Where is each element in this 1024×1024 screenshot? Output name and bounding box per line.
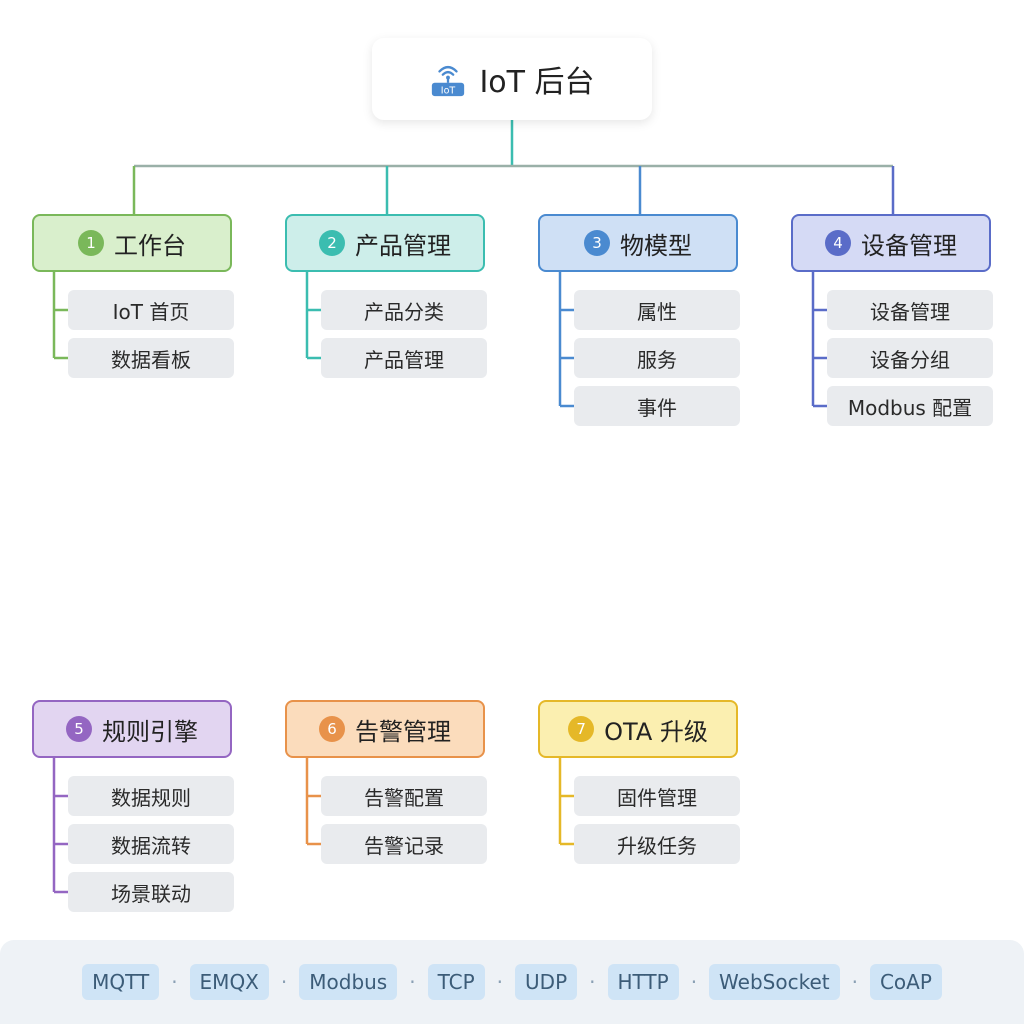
- separator-dot: ·: [851, 970, 858, 994]
- menu-item-alarm-record[interactable]: 告警记录: [321, 824, 487, 864]
- separator-dot: ·: [589, 970, 596, 994]
- module-1[interactable]: 1 工作台: [32, 214, 232, 272]
- wifi-router-icon: IoT: [432, 65, 465, 96]
- module-label: 物模型: [620, 231, 692, 260]
- protocol-tag-websocket: WebSocket: [709, 964, 840, 1000]
- menu-item-service[interactable]: 服务: [574, 338, 740, 378]
- menu-item-event[interactable]: 事件: [574, 386, 740, 426]
- protocol-tag-tcp: TCP: [427, 964, 485, 1000]
- protocol-tag-udp: UDP: [515, 964, 578, 1000]
- separator-dot: ·: [280, 970, 288, 994]
- module-label: 告警管理: [355, 717, 451, 746]
- icon-text: IoT: [441, 85, 456, 96]
- module-2[interactable]: 2 产品管理: [285, 214, 485, 272]
- separator-dot: ·: [409, 970, 416, 994]
- menu-item-device-manage[interactable]: 设备管理: [827, 290, 993, 330]
- menu-item-upgrade-task[interactable]: 升级任务: [574, 824, 740, 864]
- menu-item-product-manage[interactable]: 产品管理: [321, 338, 487, 378]
- module-number-badge: 4: [825, 230, 851, 256]
- menu-item-scene-linkage[interactable]: 场景联动: [68, 872, 234, 912]
- module-label: 工作台: [114, 231, 186, 260]
- menu-item-modbus-config[interactable]: Modbus 配置: [827, 386, 993, 426]
- menu-item-product-category[interactable]: 产品分类: [321, 290, 487, 330]
- separator-dot: ·: [171, 970, 178, 994]
- module-5[interactable]: 5 规则引擎: [32, 700, 232, 758]
- module-3[interactable]: 3 物模型: [538, 214, 738, 272]
- module-4[interactable]: 4 设备管理: [791, 214, 991, 272]
- protocol-bar: MQTT · EMQX · Modbus · TCP · UDP · HTTP · WebSocket ·…: [0, 940, 1024, 1024]
- module-number-badge: 7: [568, 716, 595, 742]
- protocol-tag-mqtt: MQTT: [82, 964, 160, 1000]
- menu-item-iot-home[interactable]: IoT 首页: [68, 290, 234, 330]
- module-number-badge: 1: [78, 230, 104, 256]
- separator-dot: ·: [496, 970, 504, 994]
- module-6[interactable]: 6 告警管理: [285, 700, 485, 758]
- protocol-tag-emqx: EMQX: [189, 964, 269, 1000]
- module-number-badge: 3: [584, 230, 610, 256]
- protocol-tag-coap: CoAP: [869, 964, 942, 1000]
- module-label: OTA 升级: [604, 717, 708, 746]
- menu-item-data-rule[interactable]: 数据规则: [68, 776, 234, 816]
- module-label: 产品管理: [355, 231, 451, 260]
- separator-dot: ·: [690, 970, 698, 994]
- module-7[interactable]: 7 OTA 升级: [538, 700, 738, 758]
- protocol-tag-modbus: Modbus: [299, 964, 398, 1000]
- menu-item-data-dashboard[interactable]: 数据看板: [68, 338, 234, 378]
- module-number-badge: 2: [319, 230, 345, 256]
- protocol-tag-http: HTTP: [607, 964, 679, 1000]
- root-node: IoT IoT 后台: [372, 38, 652, 120]
- module-label: 设备管理: [861, 231, 957, 260]
- menu-item-alarm-config[interactable]: 告警配置: [321, 776, 487, 816]
- menu-item-data-flow[interactable]: 数据流转: [68, 824, 234, 864]
- module-number-badge: 6: [319, 716, 345, 742]
- menu-item-property[interactable]: 属性: [574, 290, 740, 330]
- module-number-badge: 5: [66, 716, 92, 742]
- menu-item-firmware-manage[interactable]: 固件管理: [574, 776, 740, 816]
- module-label: 规则引擎: [102, 717, 198, 746]
- root-title: IoT 后台: [479, 65, 595, 100]
- menu-item-device-group[interactable]: 设备分组: [827, 338, 993, 378]
